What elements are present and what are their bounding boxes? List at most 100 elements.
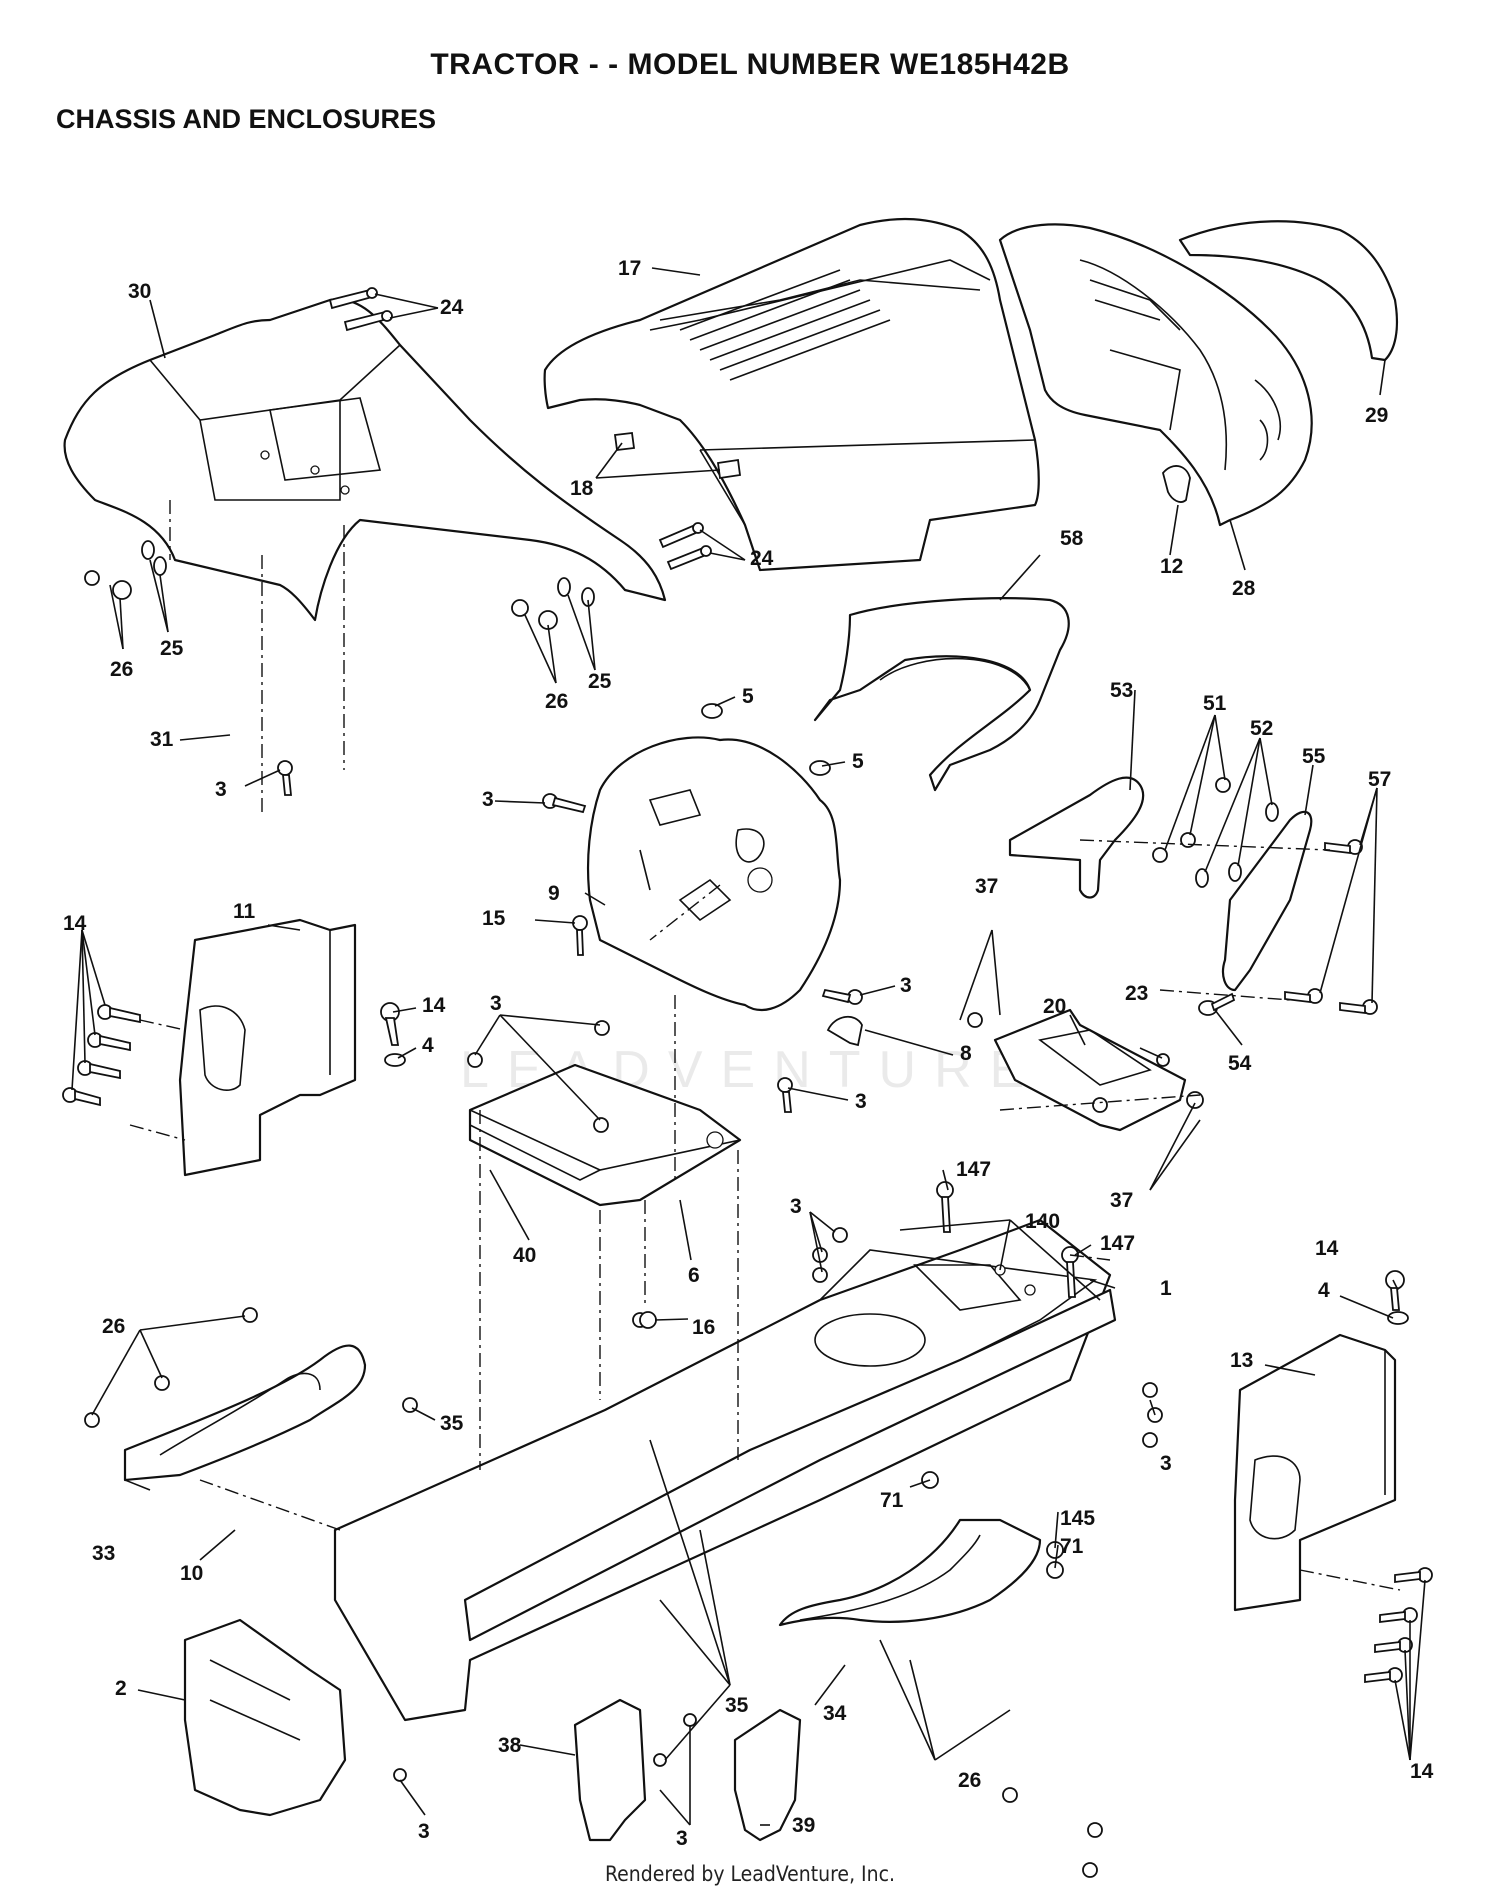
part-hood-bumpers bbox=[613, 432, 742, 480]
alignment-lines bbox=[129, 500, 1401, 1591]
callout-71a: 71 bbox=[880, 1489, 904, 1512]
callout-34: 34 bbox=[823, 1702, 847, 1725]
callout-3a: 3 bbox=[215, 778, 227, 801]
page-title: TRACTOR - - MODEL NUMBER WE185H42B bbox=[430, 48, 1070, 81]
callout-145: 145 bbox=[1060, 1507, 1095, 1530]
callout-5a: 5 bbox=[742, 685, 754, 708]
callout-40: 40 bbox=[513, 1244, 536, 1267]
callout-55: 55 bbox=[1302, 745, 1326, 768]
callout-1: 1 bbox=[1160, 1277, 1172, 1300]
callout-12: 12 bbox=[1160, 555, 1183, 578]
callout-3g: 3 bbox=[1160, 1452, 1172, 1475]
callout-35b: 35 bbox=[725, 1694, 749, 1717]
part-footrest-right bbox=[778, 1518, 1042, 1627]
part-heat-shield bbox=[813, 597, 1070, 792]
section-title: CHASSIS AND ENCLOSURES bbox=[56, 104, 437, 134]
part-main-frame bbox=[333, 1218, 1117, 1722]
callout-3f: 3 bbox=[790, 1195, 802, 1218]
callout-147b: 147 bbox=[1100, 1232, 1135, 1255]
callout-3h: 3 bbox=[418, 1820, 430, 1843]
callout-37b: 37 bbox=[1110, 1189, 1133, 1212]
callout-38: 38 bbox=[498, 1734, 522, 1757]
part-bracket-55 bbox=[1221, 810, 1313, 992]
callout-37a: 37 bbox=[975, 875, 998, 898]
part-bolts-3 bbox=[277, 760, 1163, 1782]
part-bolts-57 bbox=[1284, 839, 1378, 1015]
callout-18: 18 bbox=[570, 477, 594, 500]
callout-58: 58 bbox=[1060, 527, 1084, 550]
callout-3i: 3 bbox=[676, 1827, 688, 1850]
part-floor-plate bbox=[468, 1063, 742, 1207]
callout-3b: 3 bbox=[482, 788, 494, 811]
callout-14a: 14 bbox=[63, 912, 87, 935]
callout-2: 2 bbox=[115, 1677, 127, 1700]
callout-9: 9 bbox=[548, 882, 560, 905]
part-grille-cover bbox=[1178, 220, 1399, 362]
callout-31: 31 bbox=[150, 728, 174, 751]
part-hood-latch bbox=[1162, 465, 1191, 503]
footer-credit: Rendered by LeadVenture, Inc. bbox=[605, 1862, 895, 1886]
callout-30: 30 bbox=[128, 280, 151, 303]
callout-4b: 4 bbox=[1318, 1279, 1330, 1302]
part-bracket-38 bbox=[573, 1698, 647, 1842]
callout-3d: 3 bbox=[490, 992, 502, 1015]
callout-10: 10 bbox=[180, 1562, 203, 1585]
part-side-panel-left bbox=[178, 918, 357, 1177]
part-bolts-14-right bbox=[1364, 1270, 1433, 1684]
part-hood bbox=[543, 217, 1040, 572]
callout-35a: 35 bbox=[440, 1412, 464, 1435]
part-side-panel-right bbox=[1233, 1333, 1397, 1612]
part-footrest-left bbox=[123, 1344, 367, 1482]
callout-26a: 26 bbox=[110, 658, 133, 681]
callout-3e: 3 bbox=[855, 1090, 867, 1113]
callout-13: 13 bbox=[1230, 1349, 1253, 1372]
callout-54: 54 bbox=[1228, 1052, 1252, 1075]
callout-26b: 26 bbox=[545, 690, 568, 713]
callout-3c: 3 bbox=[900, 974, 912, 997]
callout-20: 20 bbox=[1043, 995, 1066, 1018]
part-bracket-39 bbox=[733, 1708, 802, 1842]
part-dash-panel bbox=[586, 736, 842, 1012]
callout-25b: 25 bbox=[588, 670, 612, 693]
callout-33: 33 bbox=[92, 1542, 115, 1565]
callout-14c: 14 bbox=[1315, 1237, 1339, 1260]
part-panel-2 bbox=[183, 1618, 347, 1817]
callout-26c: 26 bbox=[102, 1315, 125, 1338]
callout-39: 39 bbox=[792, 1814, 815, 1837]
callout-15: 15 bbox=[482, 907, 506, 930]
callout-25a: 25 bbox=[160, 637, 184, 660]
callout-14b: 14 bbox=[422, 994, 446, 1017]
callout-51: 51 bbox=[1203, 692, 1227, 715]
callout-8: 8 bbox=[960, 1042, 972, 1065]
part-fender-washers-nuts bbox=[84, 540, 595, 630]
callout-17: 17 bbox=[618, 257, 641, 280]
part-bracket-53 bbox=[1008, 776, 1145, 899]
callout-147a: 147 bbox=[956, 1158, 991, 1181]
callout-140: 140 bbox=[1025, 1210, 1060, 1233]
callout-52: 52 bbox=[1250, 717, 1273, 740]
callout-14d: 14 bbox=[1410, 1760, 1434, 1783]
part-rear-fender bbox=[63, 298, 667, 622]
callout-24b: 24 bbox=[750, 547, 774, 570]
leader-lines bbox=[71, 267, 1426, 1826]
callout-26d: 26 bbox=[958, 1769, 981, 1792]
callout-53: 53 bbox=[1110, 679, 1133, 702]
callout-57: 57 bbox=[1368, 768, 1391, 791]
part-bolts-24-upper bbox=[328, 287, 712, 571]
callout-labels: 30 24 17 18 24 29 12 28 58 25 26 25 26 5… bbox=[63, 257, 1434, 1850]
part-plate-20 bbox=[993, 1008, 1187, 1132]
callout-6: 6 bbox=[688, 1264, 700, 1287]
callout-24a: 24 bbox=[440, 296, 464, 319]
callout-28: 28 bbox=[1232, 577, 1256, 600]
callout-71b: 71 bbox=[1060, 1535, 1084, 1558]
part-grille bbox=[998, 223, 1313, 527]
callout-4a: 4 bbox=[422, 1034, 434, 1057]
callout-23: 23 bbox=[1125, 982, 1148, 1005]
callout-16: 16 bbox=[692, 1316, 715, 1339]
callout-11: 11 bbox=[233, 900, 256, 923]
part-clips-5-8-15-16-23 bbox=[572, 703, 1170, 1329]
callout-29: 29 bbox=[1365, 404, 1388, 427]
part-hardware-51-52-54 bbox=[1152, 777, 1279, 1016]
callout-5b: 5 bbox=[852, 750, 864, 773]
